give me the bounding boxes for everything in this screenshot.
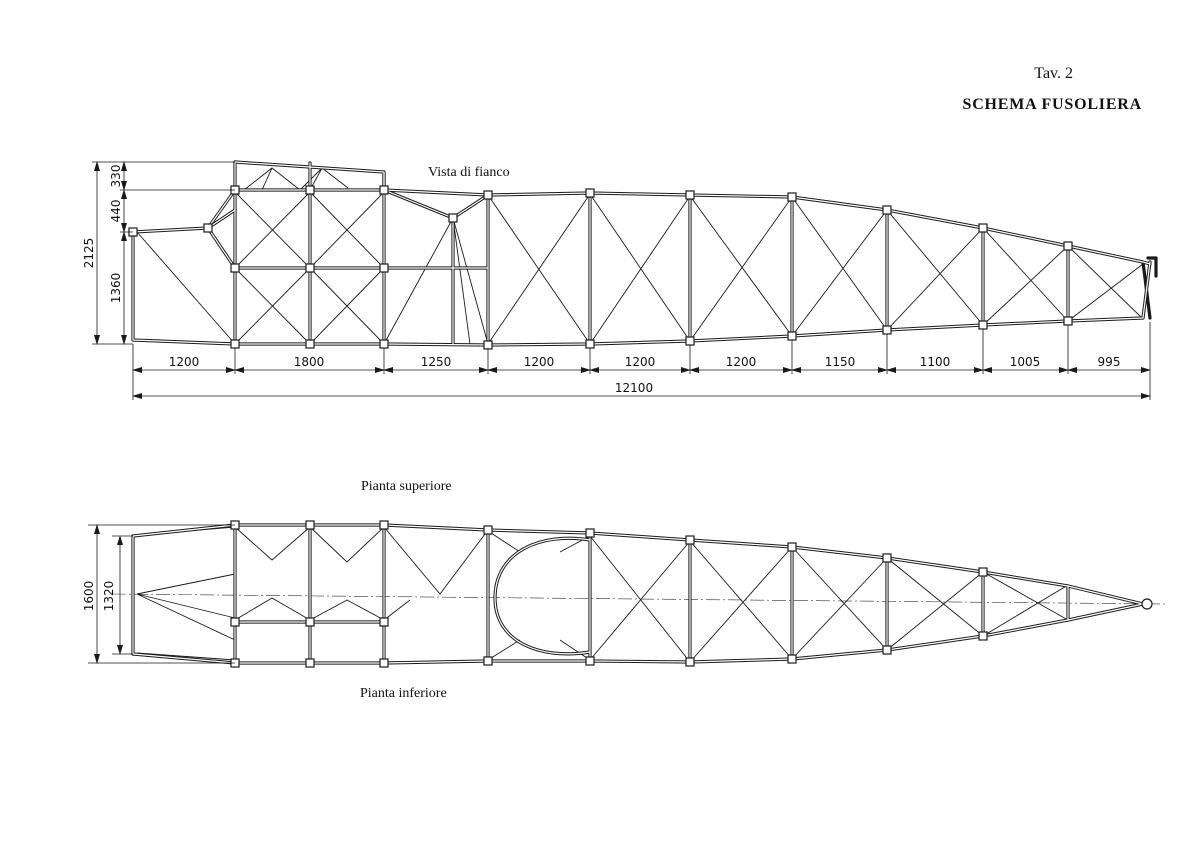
dim-total-length: 12100 xyxy=(615,381,653,395)
dim-bay-5: 1200 xyxy=(625,355,656,369)
plan-view-truss xyxy=(111,520,1166,668)
dim-bay-9: 1005 xyxy=(1010,355,1041,369)
drawing-title: SCHEMA FUSOLIERA xyxy=(963,96,1143,113)
dim-height-total: 2125 xyxy=(82,238,96,269)
side-view-truss xyxy=(128,160,1158,350)
dim-width-outer: 1600 xyxy=(82,581,96,612)
dim-bay-8: 1100 xyxy=(920,355,951,369)
dim-height-1360: 1360 xyxy=(109,273,123,304)
dim-bay-2: 1800 xyxy=(294,355,325,369)
dim-bay-4: 1200 xyxy=(524,355,555,369)
plan-width-dimensions xyxy=(88,524,235,664)
side-vertical-dimensions xyxy=(92,161,235,345)
side-horizontal-dimensions xyxy=(132,322,1151,400)
dim-bay-10: 995 xyxy=(1098,355,1121,369)
dim-width-inner: 1320 xyxy=(102,581,116,612)
dim-bay-6: 1200 xyxy=(726,355,757,369)
dim-bay-1: 1200 xyxy=(169,355,200,369)
plan-longerons xyxy=(131,523,1145,665)
dim-height-440: 440 xyxy=(109,200,123,223)
dim-bay-7: 1150 xyxy=(825,355,856,369)
dim-height-330: 330 xyxy=(109,165,123,188)
plan-joints xyxy=(230,520,1153,668)
bottom-plan-label: Pianta inferiore xyxy=(360,686,447,701)
dim-bay-3: 1250 xyxy=(421,355,452,369)
plate-number: Tav. 2 xyxy=(1034,65,1073,82)
side-view-label: Vista di fianco xyxy=(428,165,510,180)
top-plan-label: Pianta superiore xyxy=(361,479,452,494)
plan-bracing xyxy=(136,526,1144,663)
side-longerons xyxy=(131,160,1158,347)
